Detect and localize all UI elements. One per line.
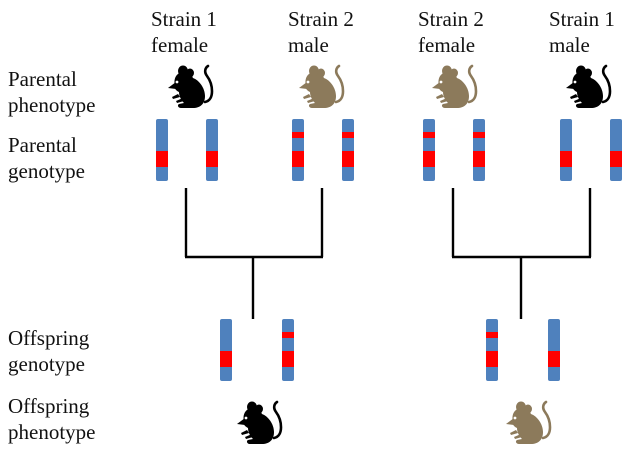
chromosome-icon — [292, 119, 304, 181]
label-offspring-phenotype: Offspring phenotype — [8, 394, 96, 444]
chromosome-icon — [220, 319, 232, 381]
chromosome-icon — [342, 119, 354, 181]
chromosome-icon — [486, 319, 498, 381]
mouse-icon — [297, 64, 345, 110]
chromosome-icon — [282, 319, 294, 381]
chromosome-icon — [206, 119, 218, 181]
mouse-icon — [564, 64, 612, 110]
label-offspring-genotype: Offspring genotype — [8, 326, 90, 376]
mouse-icon — [235, 400, 283, 446]
chromosome-icon — [610, 119, 622, 181]
header-strain2-female: Strain 2 female — [418, 7, 484, 57]
chromosome-icon — [423, 119, 435, 181]
chromosome-icon — [548, 319, 560, 381]
label-parental-phenotype: Parental phenotype — [8, 67, 96, 117]
chromosome-icon — [473, 119, 485, 181]
chromosome-icon — [156, 119, 168, 181]
header-strain1-male: Strain 1 male — [549, 7, 615, 57]
mouse-icon — [430, 64, 478, 110]
mouse-icon — [504, 400, 552, 446]
cross-lines-right — [451, 188, 592, 319]
cross-lines-left — [184, 188, 324, 319]
header-strain1-female: Strain 1 female — [151, 7, 217, 57]
chromosome-icon — [560, 119, 572, 181]
label-parental-genotype: Parental genotype — [8, 133, 85, 183]
header-strain2-male: Strain 2 male — [288, 7, 354, 57]
mouse-icon — [166, 64, 214, 110]
